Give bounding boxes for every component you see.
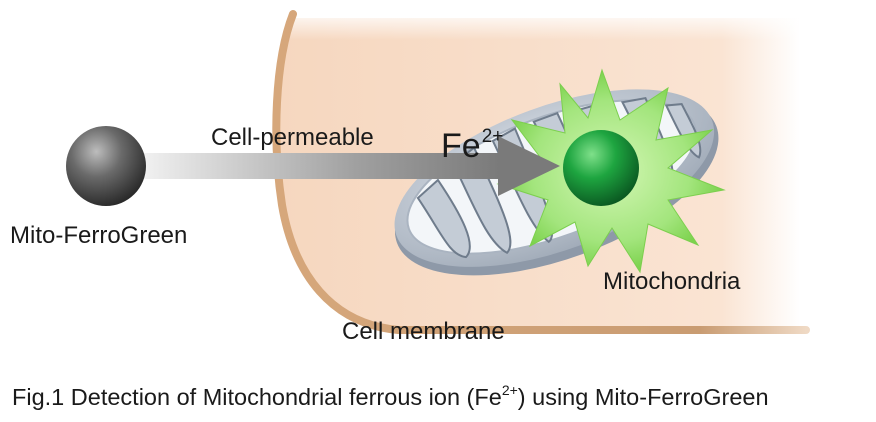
probe-name-label: Mito-FerroGreen: [10, 222, 187, 250]
ferrous-ion-label: Fe2+: [441, 126, 503, 166]
ion-charge: 2+: [482, 126, 504, 147]
probe-sphere: [66, 126, 146, 206]
figure-caption: Fig.1 Detection of Mitochondrial ferrous…: [12, 382, 769, 411]
caption-charge: 2+: [502, 382, 518, 398]
cell-permeable-label: Cell-permeable: [211, 124, 374, 152]
caption-prefix: Fig.1 Detection of Mitochondrial ferrous…: [12, 384, 502, 410]
caption-suffix: ) using Mito-FerroGreen: [518, 384, 769, 410]
activated-probe-sphere: [563, 130, 639, 206]
ion-symbol: Fe: [441, 127, 481, 165]
cell-membrane-label: Cell membrane: [342, 318, 505, 346]
mitochondria-label: Mitochondria: [603, 268, 740, 296]
